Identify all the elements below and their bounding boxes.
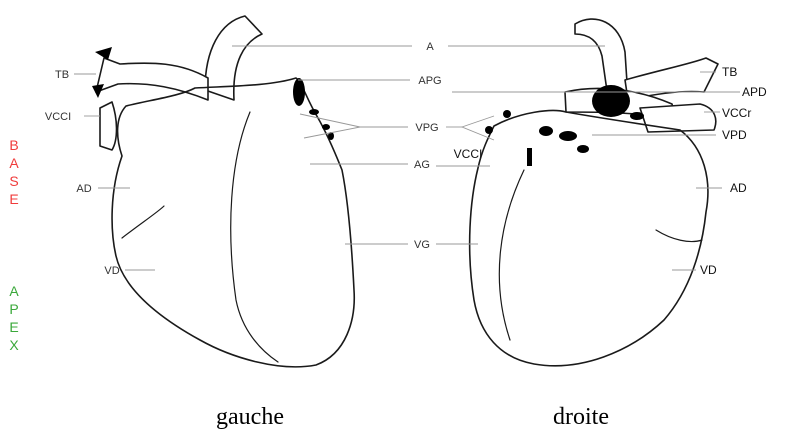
left-label-tb: TB: [55, 69, 69, 81]
right-vccr-vessel: [640, 104, 716, 132]
base-label: B A S E: [9, 137, 19, 207]
right-apd-blob: [592, 85, 630, 117]
label-vg: VG: [414, 239, 430, 251]
base-letter-3: S: [9, 173, 18, 189]
left-tb-vessel: [96, 58, 208, 100]
left-heart: [92, 16, 354, 367]
label-ag: AG: [414, 159, 430, 171]
apex-letter-1: A: [9, 283, 19, 299]
right-vccr-blob: [630, 112, 644, 120]
right-vpg-blob-1: [503, 110, 511, 118]
right-groove: [499, 170, 524, 340]
caption-gauche: gauche: [216, 404, 284, 430]
caption-droite: droite: [553, 404, 609, 430]
right-label-vpd: VPD: [722, 128, 747, 142]
apex-letter-4: X: [9, 337, 19, 353]
left-vpg-blob-2: [322, 124, 330, 130]
left-sulcus: [122, 206, 164, 238]
right-vcci-blob: [527, 148, 532, 166]
right-label-vd: VD: [700, 263, 717, 277]
left-label-ad: AD: [76, 183, 91, 195]
left-vcci-vessel: [100, 102, 117, 150]
apex-letter-3: E: [9, 319, 18, 335]
right-vpd-blob-3: [577, 145, 589, 153]
left-apg-blob: [293, 78, 305, 106]
label-a: A: [426, 41, 434, 53]
left-vcci-blob: [92, 84, 104, 98]
base-letter-2: A: [9, 155, 19, 171]
right-vpg-blob-2: [485, 126, 493, 134]
right-label-vccr: VCCr: [722, 106, 751, 120]
left-groove: [231, 112, 278, 362]
right-label-tb: TB: [722, 65, 737, 79]
base-letter-1: B: [9, 137, 18, 153]
left-heart-body: [112, 78, 354, 367]
left-label-vd: VD: [104, 265, 119, 277]
right-label-apd: APD: [742, 85, 767, 99]
right-label-vcci: VCCI: [454, 147, 483, 161]
right-heart: [470, 19, 718, 366]
label-apg: APG: [418, 75, 441, 87]
right-aorta: [575, 19, 628, 98]
left-vpg-blob-1: [309, 109, 319, 115]
right-vpd-blob-1: [539, 126, 553, 136]
apex-label: A P E X: [9, 283, 19, 353]
apex-letter-2: P: [9, 301, 18, 317]
right-sulcus: [656, 230, 702, 242]
right-vpd-blob-2: [559, 131, 577, 141]
left-label-vcci: VCCI: [45, 111, 71, 123]
base-letter-4: E: [9, 191, 18, 207]
label-vpg: VPG: [415, 122, 438, 134]
right-label-ad: AD: [730, 181, 747, 195]
